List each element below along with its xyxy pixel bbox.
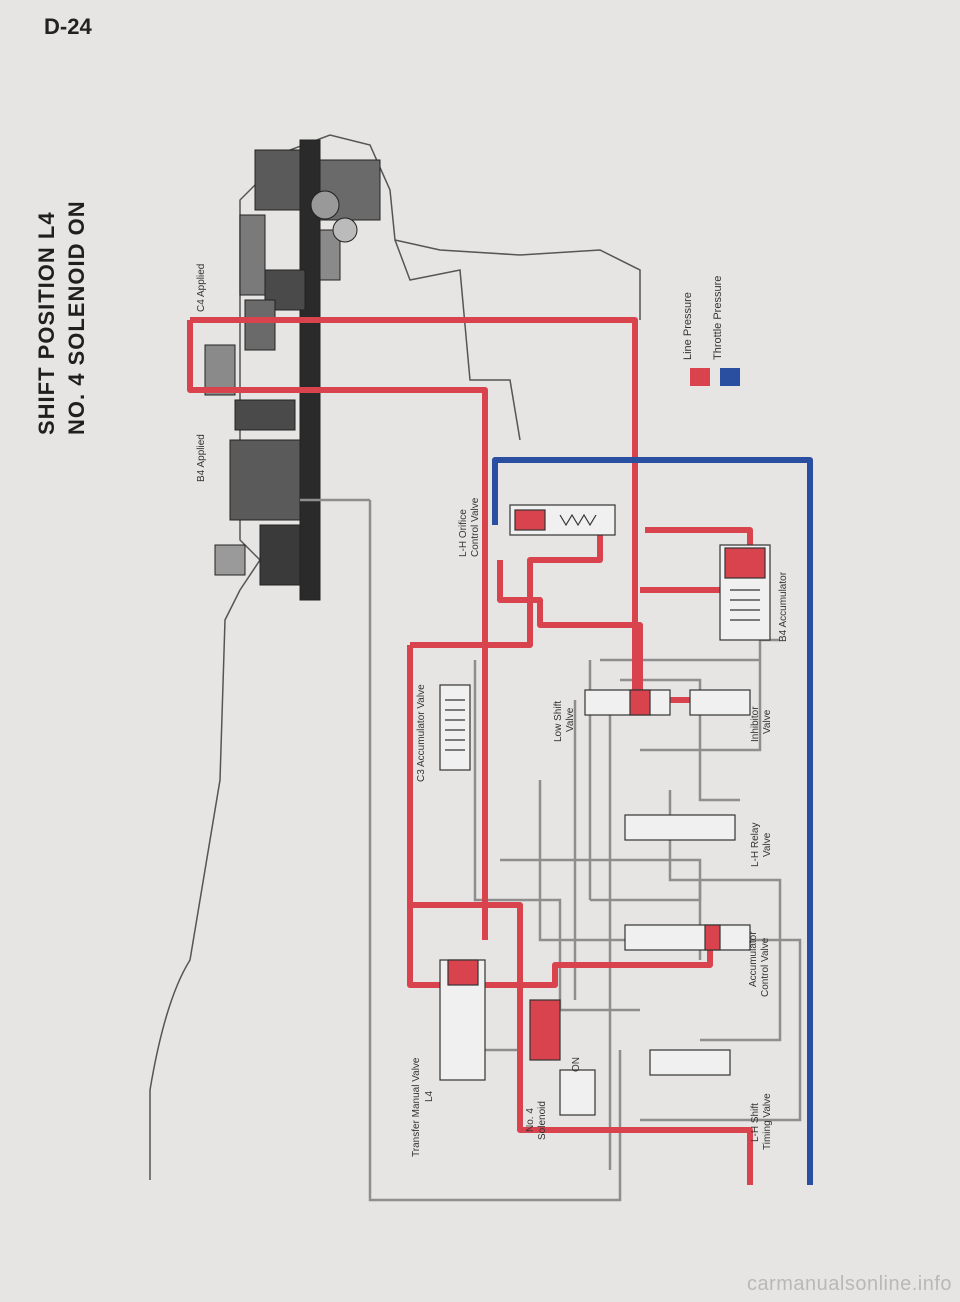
label-accumulator-control-valve-1: Accumulator <box>748 931 759 987</box>
label-no4-solenoid-2: Solenoid <box>537 1101 548 1140</box>
page-number: D-24 <box>44 14 92 39</box>
label-b4-accumulator: B4 Accumulator <box>778 571 789 642</box>
label-c4-applied: C4 Applied <box>196 263 207 312</box>
label-low-shift-valve-2: Valve <box>565 707 576 732</box>
legend-swatch-line-pressure <box>690 368 710 386</box>
valve-body-lines <box>300 498 802 1202</box>
label-lh-shift-timing-valve-2: Timing Valve <box>762 1093 773 1150</box>
label-transfer-manual-position: L4 <box>424 1090 435 1102</box>
label-b4-applied: B4 Applied <box>196 434 207 482</box>
label-lh-relay-valve-1: L-H Relay <box>750 822 761 867</box>
label-accumulator-control-valve-2: Control Valve <box>760 937 771 997</box>
label-no4-solenoid-1: No. 4 <box>525 1108 536 1132</box>
transmission-housing <box>149 134 641 1180</box>
label-low-shift-valve-1: Low Shift <box>553 700 564 742</box>
valve-components <box>439 504 771 1116</box>
watermark: carmanualsonline.info <box>746 1273 952 1295</box>
label-lh-orifice-control-valve-2: Control Valve <box>470 497 481 557</box>
gear-train-section <box>204 139 381 601</box>
label-transfer-manual-valve: Transfer Manual Valve <box>411 1057 422 1158</box>
label-solenoid-state: ON <box>571 1057 582 1072</box>
throttle-pressure-circuit <box>492 457 813 1185</box>
label-c3-accumulator-valve: C3 Accumulator Valve <box>416 684 427 782</box>
label-lh-shift-timing-valve-1: L-H Shift <box>750 1103 761 1142</box>
legend-label-throttle-pressure: Throttle Pressure <box>712 275 724 360</box>
legend-label-line-pressure: Line Pressure <box>682 292 694 360</box>
label-lh-orifice-control-valve-1: L-H Orifice <box>458 509 469 557</box>
label-lh-relay-valve-2: Valve <box>762 832 773 857</box>
legend-swatch-throttle-pressure <box>720 368 740 386</box>
label-inhibitor-valve-2: Valve <box>762 709 773 734</box>
label-inhibitor-valve-1: Inhibitor <box>750 706 761 742</box>
